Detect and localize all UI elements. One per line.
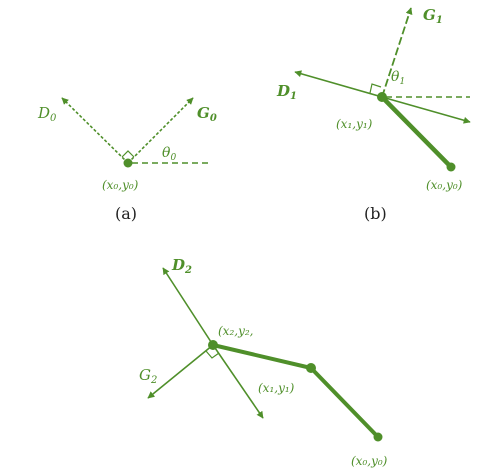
panel-c — [147, 267, 383, 442]
segment-p1-p0 — [309, 366, 380, 439]
d0-vector — [61, 97, 129, 164]
point-x0-y0-label: (x₀,y₀) — [426, 178, 463, 192]
point-x1-y1-label: (x₁,y₁) — [336, 117, 373, 131]
g0-label: G0 — [197, 104, 217, 124]
d1-label: D1 — [276, 82, 297, 102]
theta1-label: θ1 — [391, 69, 405, 87]
point-x1-y1 — [306, 363, 316, 373]
point-x2-y2 — [208, 340, 218, 350]
point-x2-y2-label: (x₂,y₂, — [218, 324, 253, 338]
d0-label: D0 — [37, 104, 57, 124]
d2-label: D2 — [171, 256, 192, 276]
g0-vector — [127, 97, 194, 164]
right-angle-mark — [121, 150, 135, 158]
extension-vector — [381, 96, 471, 124]
g2-label: G2 — [139, 366, 157, 386]
point-x1-y1 — [377, 92, 387, 102]
point-x0-y0-label: (x₀,y₀) — [102, 178, 139, 192]
point-x0-y0 — [373, 432, 383, 442]
panel-a — [61, 97, 212, 168]
point-x0-y0-label: (x₀,y₀) — [351, 454, 388, 468]
segment-p1-p0 — [380, 95, 453, 169]
right-angle-mark — [205, 350, 220, 359]
caption-b: (b) — [364, 204, 387, 223]
right-angle-mark — [369, 83, 382, 94]
panel-b — [294, 7, 471, 172]
theta0-label: θ0 — [162, 145, 176, 163]
point-x1-y1-label: (x₁,y₁) — [258, 381, 295, 395]
d2-vector — [162, 267, 214, 346]
d1-vector — [294, 70, 383, 98]
extension-vector — [212, 344, 264, 419]
caption-a: (a) — [115, 204, 137, 223]
point-x0-y0 — [446, 162, 456, 172]
point-x0-y0 — [123, 158, 133, 168]
g2-vector — [147, 344, 214, 399]
g1-vector — [381, 7, 413, 98]
segment-p2-p1 — [212, 343, 312, 370]
g1-label: G1 — [423, 6, 443, 26]
